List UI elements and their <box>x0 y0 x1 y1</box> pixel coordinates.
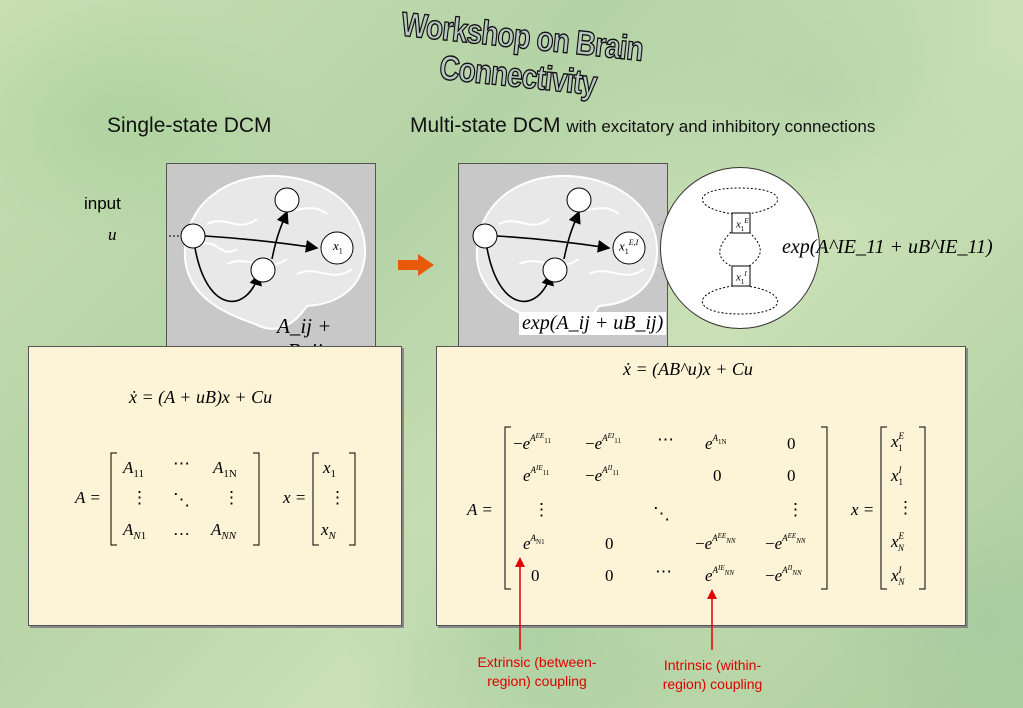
brain-network-diagram <box>472 174 659 330</box>
svg-text:⋯: ⋯ <box>657 430 674 449</box>
region-node <box>274 187 300 213</box>
transition-arrow-icon <box>398 254 434 276</box>
svg-text:⋮: ⋮ <box>897 498 914 517</box>
ie-connection <box>748 231 761 267</box>
svg-text:xEN: xEN <box>890 531 905 553</box>
inhibitory-node <box>731 265 751 287</box>
svg-text:ANN: ANN <box>210 520 237 542</box>
svg-text:…: … <box>173 520 190 539</box>
region-node-x1 <box>612 231 646 265</box>
connection-arrow <box>194 247 262 303</box>
self-loop <box>701 187 779 215</box>
svg-text:eAN1: eAN1 <box>523 533 545 553</box>
svg-text:0: 0 <box>531 566 540 585</box>
svg-text:0: 0 <box>605 566 614 585</box>
svg-text:⋱: ⋱ <box>173 490 190 509</box>
svg-text:0: 0 <box>605 534 614 553</box>
svg-text:xI1: xI1 <box>890 465 903 487</box>
self-loop <box>701 285 779 315</box>
multi-state-equation-panel: ẋ = (AB^u)x + Cu A = −eAEE11 −eAEI11 ⋯ e… <box>436 346 966 626</box>
svg-text:0: 0 <box>713 466 722 485</box>
connection-arrow <box>271 210 289 260</box>
svg-text:x =: x = <box>282 488 306 507</box>
region-node <box>542 257 568 283</box>
excitatory-node <box>731 212 751 234</box>
extrinsic-coupling-label: Extrinsic (between- region) coupling <box>477 654 597 689</box>
node-label-excitatory: x1E <box>736 217 749 233</box>
connection-arrow <box>496 235 611 253</box>
multi-state-brain-figure: x1E,I exp(A_ij + uB_ij) <box>458 163 668 355</box>
svg-text:A1N: A1N <box>212 458 237 480</box>
multi-state-header: Multi-state DCM with excitatory and inhi… <box>410 114 875 138</box>
svg-text:⋮: ⋮ <box>787 500 804 519</box>
region-node <box>566 187 592 213</box>
node-label: x1 <box>333 238 343 256</box>
matrix-definitions: A = A11 ⋯ A1N ⋮ ⋱ ⋮ AN1 … ANN x = x1 ⋮ x… <box>74 452 356 546</box>
single-state-brain-figure: x1 A_ij + uB_ij <box>166 163 376 363</box>
svg-text:0: 0 <box>787 466 796 485</box>
multi-state-header-sub: with excitatory and inhibitory connectio… <box>566 117 876 136</box>
svg-text:x1: x1 <box>322 458 336 480</box>
svg-text:−eAEENN: −eAEENN <box>695 532 736 553</box>
multi-state-matrix-definitions: A = −eAEE11 −eAEI11 ⋯ eA1N 0 eAIE11 −eAI… <box>466 426 926 590</box>
svg-text:−eAII11: −eAII11 <box>585 464 620 485</box>
svg-text:−eAIINN: −eAIINN <box>765 564 802 585</box>
matrix-a-symbol: A = <box>74 488 101 507</box>
slide-title: Workshop on Brain Connectivity <box>399 5 646 104</box>
node-label: x1E,I <box>619 238 639 256</box>
input-label: input <box>84 194 121 213</box>
coupling-formula: exp(A_ij + uB_ij) <box>519 312 667 335</box>
svg-text:A11: A11 <box>122 458 144 480</box>
region-node-x1 <box>320 231 354 265</box>
annotation-arrows <box>515 557 717 650</box>
single-state-equation-panel: ẋ = (A + uB)x + Cu A = A11 ⋯ A1N ⋮ ⋱ ⋮ A… <box>28 346 402 626</box>
svg-text:A =: A = <box>466 500 493 519</box>
input-variable: u <box>108 225 117 244</box>
svg-text:xE1: xE1 <box>890 431 905 453</box>
connection-arrow <box>563 210 581 260</box>
region-node <box>472 223 498 249</box>
node-label-inhibitory: x1I <box>736 270 747 286</box>
svg-text:⋯: ⋯ <box>655 562 672 581</box>
svg-text:⋮: ⋮ <box>329 488 346 507</box>
brain-silhouette <box>183 174 367 330</box>
svg-text:−eAEE11: −eAEE11 <box>513 432 551 453</box>
svg-text:eA1N: eA1N <box>705 433 727 453</box>
zoom-circle: x1E x1I <box>660 167 820 329</box>
svg-text:x =: x = <box>850 500 874 519</box>
svg-text:AN1: AN1 <box>122 520 146 542</box>
svg-text:−eAEENN: −eAEENN <box>765 532 806 553</box>
svg-text:⋮: ⋮ <box>533 500 550 519</box>
connection-arrow <box>486 247 554 303</box>
region-node <box>250 257 276 283</box>
svg-text:⋯: ⋯ <box>173 454 190 473</box>
region-node <box>180 223 206 249</box>
intrinsic-coupling-label: Intrinsic (within- region) coupling <box>662 657 763 692</box>
single-state-equation: ẋ = (A + uB)x + Cu <box>129 387 273 407</box>
multi-state-header-main: Multi-state DCM <box>410 114 561 137</box>
svg-text:eAIE11: eAIE11 <box>523 464 550 485</box>
excitatory-inhibitory-diagram <box>701 187 779 315</box>
svg-text:xN: xN <box>320 520 337 542</box>
svg-text:−eAEI11: −eAEI11 <box>585 432 621 453</box>
zoom-coupling-formula: exp(A^IE_11 + uB^IE_11) <box>782 236 993 258</box>
single-state-header: Single-state DCM <box>107 114 272 137</box>
svg-text:xIN: xIN <box>890 565 906 587</box>
multi-state-equation: ẋ = (AB^u)x + Cu <box>623 359 753 379</box>
svg-text:⋮: ⋮ <box>223 488 240 507</box>
svg-text:⋮: ⋮ <box>131 488 148 507</box>
svg-text:0: 0 <box>787 434 796 453</box>
brain-network-diagram <box>167 174 367 330</box>
svg-text:⋱: ⋱ <box>653 504 670 523</box>
brain-gyri <box>498 203 645 276</box>
ei-connection <box>719 231 732 267</box>
connection-arrow <box>204 235 319 253</box>
